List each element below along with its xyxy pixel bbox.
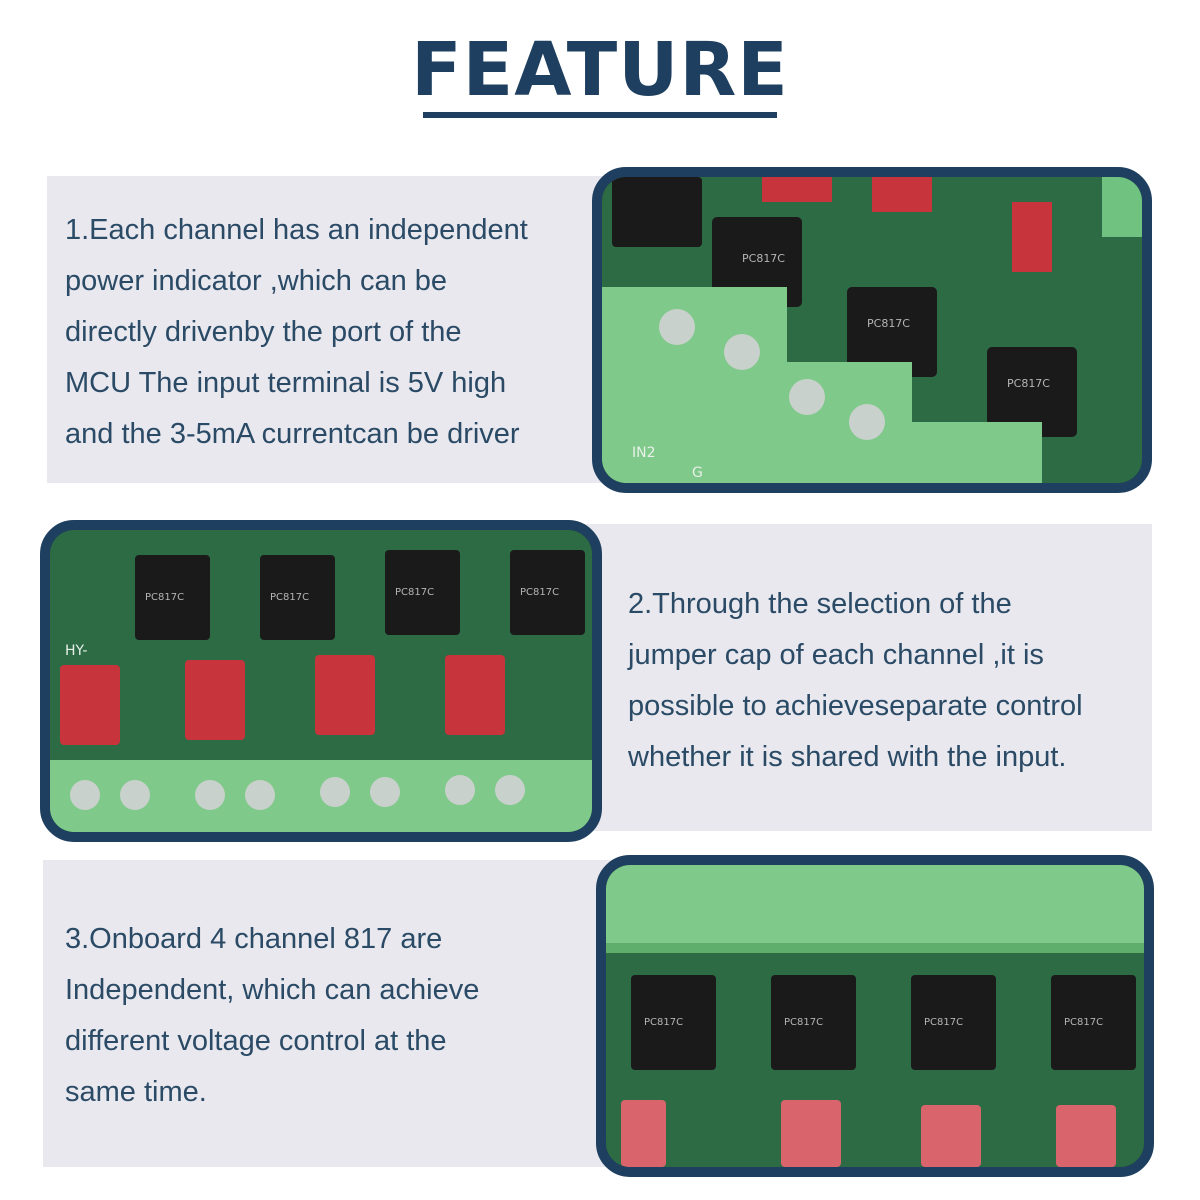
chip-label: PC817C bbox=[924, 1017, 963, 1028]
page-title: FEATURE bbox=[411, 27, 789, 113]
feature-1-photo: PC817C PC817C PC817C IN2 G bbox=[592, 167, 1152, 493]
chip-label: PC817C bbox=[1064, 1017, 1103, 1028]
feature-1-text: 1.Each channel has an independent power … bbox=[65, 205, 585, 460]
feature-3-line: different voltage control at the bbox=[65, 1025, 447, 1057]
feature-3-line: same time. bbox=[65, 1076, 207, 1108]
feature-2-line: 2.Through the selection of the bbox=[628, 588, 1012, 620]
chip-label: PC817C bbox=[270, 592, 309, 603]
chip-label: PC817C bbox=[520, 587, 559, 598]
feature-1-line: 1.Each channel has an independent bbox=[65, 214, 528, 246]
feature-1-line: and the 3-5mA currentcan be driver bbox=[65, 418, 520, 450]
feature-1-line: power indicator ,which can be bbox=[65, 265, 448, 297]
feature-2-line: whether it is shared with the input. bbox=[628, 741, 1067, 773]
chip-label: PC817C bbox=[784, 1017, 823, 1028]
feature-2-line: possible to achieveseparate control bbox=[628, 690, 1083, 722]
pcb-image: PC817C PC817C PC817C IN2 G bbox=[602, 177, 1142, 483]
feature-1-line: MCU The input terminal is 5V high bbox=[65, 367, 507, 399]
feature-2-line: jumper cap of each channel ,it is bbox=[628, 639, 1044, 671]
feature-2-panel bbox=[540, 524, 1152, 831]
chip-label: PC817C bbox=[1007, 377, 1050, 390]
pcb-image: PC817C PC817C PC817C PC817C bbox=[606, 865, 1144, 1167]
chip-label: PC817C bbox=[145, 592, 184, 603]
g-label: G bbox=[692, 465, 703, 481]
title-underline bbox=[423, 112, 777, 118]
chip-label: PC817C bbox=[644, 1017, 683, 1028]
feature-3-line: 3.Onboard 4 channel 817 are bbox=[65, 923, 443, 955]
chip-label: PC817C bbox=[395, 587, 434, 598]
feature-2-text: 2.Through the selection of the jumper ca… bbox=[628, 579, 1148, 783]
hy-label: HY- bbox=[65, 643, 87, 659]
pcb-image: PC817C PC817C PC817C PC817C HY- bbox=[50, 530, 592, 832]
feature-1-line: directly drivenby the port of the bbox=[65, 316, 462, 348]
chip-label: PC817C bbox=[742, 252, 785, 265]
feature-3-photo: PC817C PC817C PC817C PC817C bbox=[596, 855, 1154, 1177]
in2-label: IN2 bbox=[632, 445, 656, 461]
feature-3-text: 3.Onboard 4 channel 817 are Independent,… bbox=[65, 914, 585, 1118]
chip-label: PC817C bbox=[867, 317, 910, 330]
feature-3-line: Independent, which can achieve bbox=[65, 974, 480, 1006]
feature-2-photo: PC817C PC817C PC817C PC817C HY- bbox=[40, 520, 602, 842]
